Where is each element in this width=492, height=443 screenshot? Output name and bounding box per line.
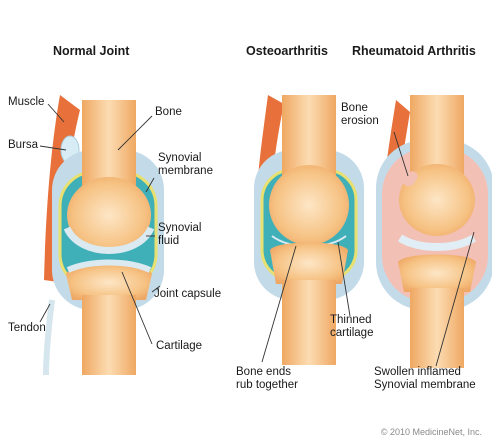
osteo-lower-shaft	[282, 280, 336, 365]
label-thinned-cartilage: Thinned cartilage	[330, 314, 373, 340]
label-tendon: Tendon	[8, 322, 46, 335]
label-synovial-fluid-line1: Synovial	[158, 222, 201, 235]
osteo-upper-head	[269, 165, 349, 245]
label-synovial-fluid: Synovial fluid	[158, 222, 201, 248]
label-swollen-membrane-line2: Synovial membrane	[374, 379, 476, 392]
label-joint-capsule: Joint capsule	[154, 288, 221, 301]
label-swollen-membrane: Swollen inflamed Synovial membrane	[374, 366, 476, 392]
label-cartilage: Cartilage	[156, 340, 202, 353]
label-bone: Bone	[155, 106, 182, 119]
copyright-notice: © 2010 MedicineNet, Inc.	[381, 427, 482, 437]
normal-tendon	[46, 300, 52, 375]
label-bone-ends-rub-line2: rub together	[236, 379, 298, 392]
label-bone-erosion: Bone erosion	[341, 102, 379, 128]
normal-joint	[44, 95, 164, 375]
label-synovial-fluid-line2: fluid	[158, 235, 201, 248]
normal-lower-shaft	[82, 295, 136, 375]
osteo-lower-head	[270, 243, 348, 285]
title-rheumatoid-arthritis: Rheumatoid Arthritis	[352, 44, 476, 58]
normal-lower-head	[66, 265, 152, 300]
label-synovial-membrane-line2: membrane	[158, 165, 213, 178]
label-bone-erosion-line1: Bone	[341, 102, 379, 115]
label-synovial-membrane-line1: Synovial	[158, 152, 213, 165]
label-muscle: Muscle	[8, 96, 44, 109]
label-bursa: Bursa	[8, 139, 38, 152]
label-swollen-membrane-line1: Swollen inflamed	[374, 366, 476, 379]
label-bone-ends-rub-line1: Bone ends	[236, 366, 298, 379]
rheum-lower-shaft	[410, 288, 464, 368]
title-osteoarthritis: Osteoarthritis	[246, 44, 328, 58]
label-thinned-cartilage-line1: Thinned	[330, 314, 373, 327]
rheum-joint	[376, 95, 492, 368]
label-synovial-membrane: Synovial membrane	[158, 152, 213, 178]
title-normal-joint: Normal Joint	[53, 44, 129, 58]
rheum-lower-head	[398, 255, 476, 293]
label-bone-erosion-line2: erosion	[341, 115, 379, 128]
label-thinned-cartilage-line2: cartilage	[330, 327, 373, 340]
label-bone-ends-rub: Bone ends rub together	[236, 366, 298, 392]
